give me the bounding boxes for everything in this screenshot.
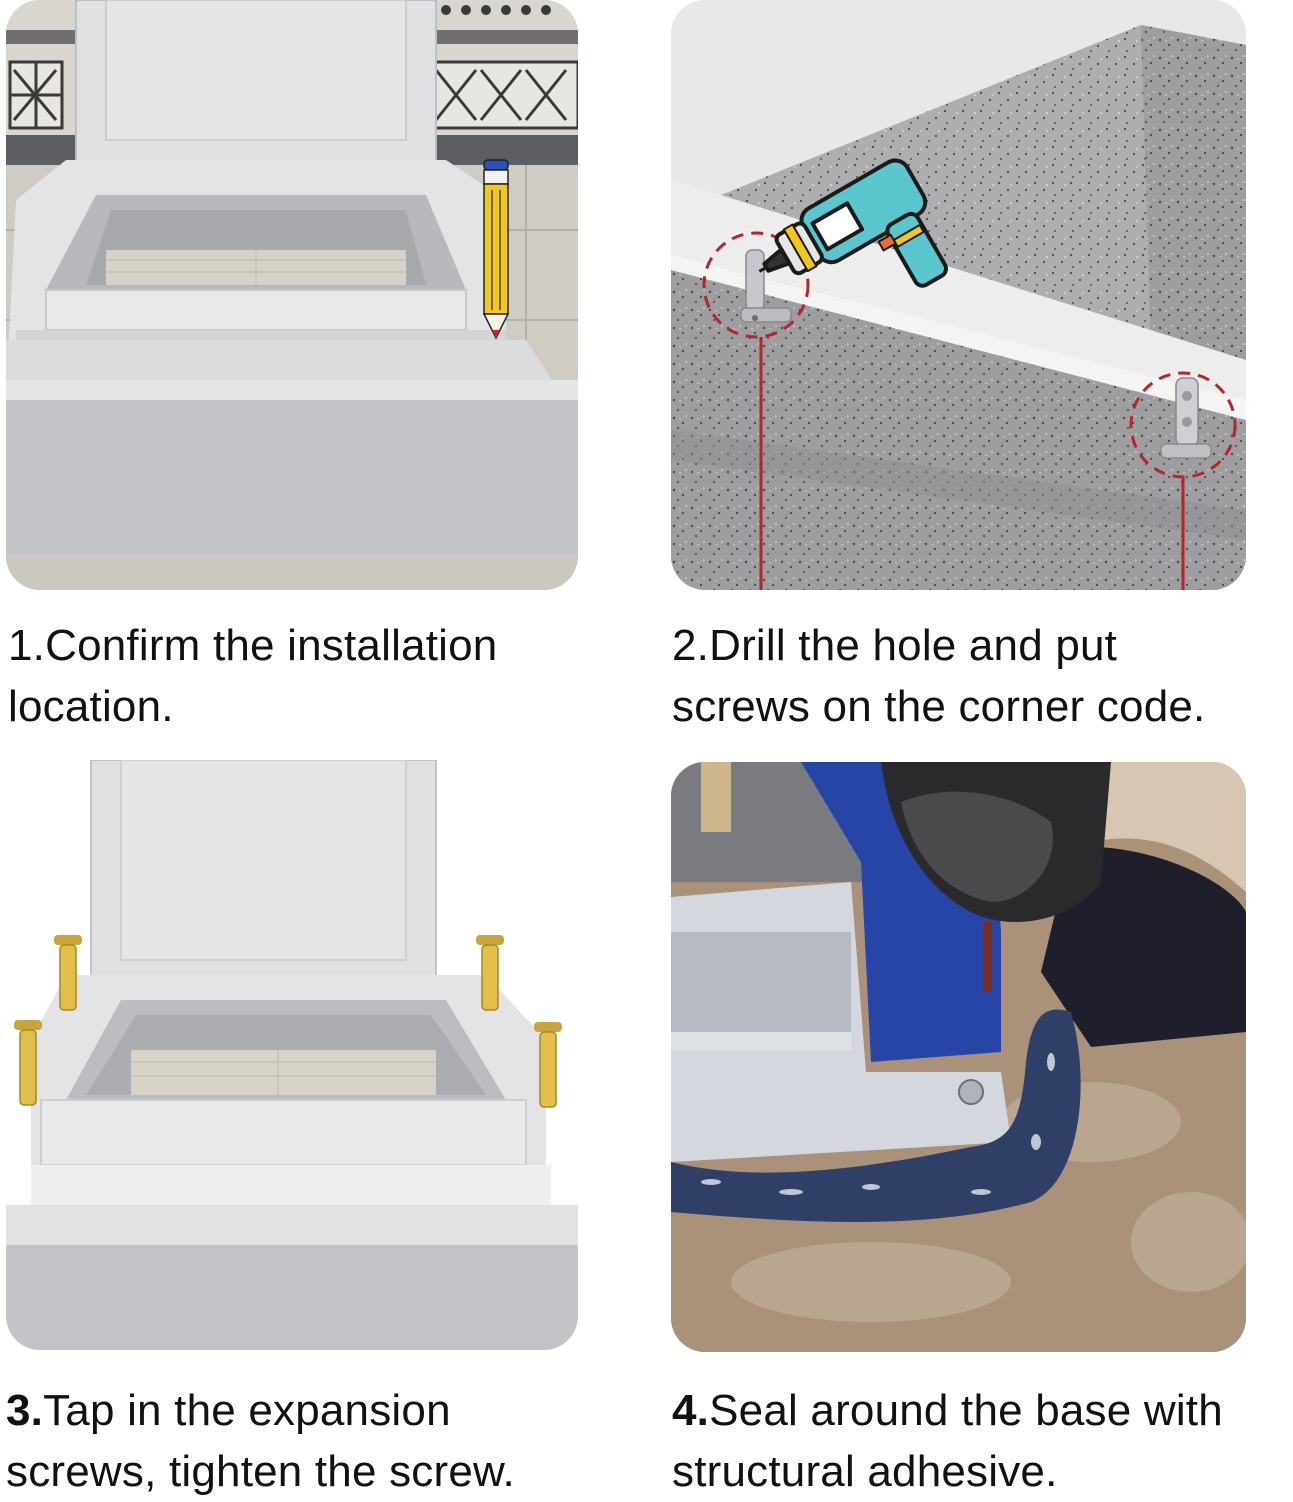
step-4-caption: 4.Seal around the base with structural a… xyxy=(672,1380,1223,1502)
caption-line-1: Drill the hole and put xyxy=(709,621,1118,670)
step-1-caption: 1.Confirm the installation location. xyxy=(8,615,497,737)
corner-bracket-left xyxy=(740,249,792,323)
caption-line-1: Seal around the base with xyxy=(709,1386,1223,1435)
step-3-caption: 3.Tap in the expansion screws, tighten t… xyxy=(6,1380,515,1502)
step-1-image xyxy=(6,0,578,590)
corner-bracket-right xyxy=(1160,377,1212,459)
step-number: 2. xyxy=(672,621,710,670)
drill-icon xyxy=(758,158,948,288)
lattice-right xyxy=(429,60,578,130)
caption-line-2: screws on the corner code. xyxy=(672,682,1206,731)
caption-line-2: structural adhesive. xyxy=(672,1447,1058,1496)
lattice-left xyxy=(8,60,64,130)
adhesive-bead xyxy=(671,1009,1081,1222)
highlight-circle-left xyxy=(702,231,810,339)
caption-line-1: Confirm the installation xyxy=(45,621,498,670)
step-2-image xyxy=(671,0,1246,590)
step-2-caption: 2.Drill the hole and put screws on the c… xyxy=(672,615,1205,737)
step-number: 3. xyxy=(6,1386,44,1435)
step-number: 4. xyxy=(672,1386,710,1435)
step-3-image xyxy=(6,760,578,1350)
step-number: 1. xyxy=(8,621,46,670)
caption-line-2: screws, tighten the screw. xyxy=(6,1447,515,1496)
pencil-icon xyxy=(482,159,510,340)
caption-line-2: location. xyxy=(8,682,174,731)
caption-line-1: Tap in the expansion xyxy=(43,1386,451,1435)
expansion-screw-icon xyxy=(14,935,562,1108)
step-4-image xyxy=(671,762,1246,1352)
